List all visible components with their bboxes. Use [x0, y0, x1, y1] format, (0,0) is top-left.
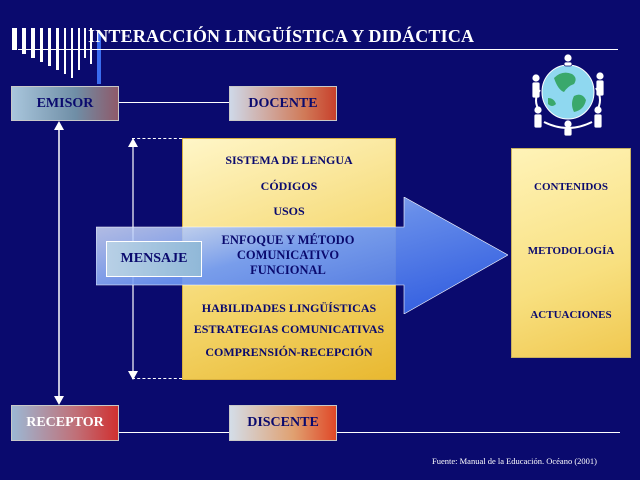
receptor-discente-connector	[119, 432, 229, 433]
bottom-item: ESTRATEGIAS COMUNICATIVAS	[193, 322, 385, 336]
receptor-box: RECEPTOR	[11, 405, 119, 441]
discente-box: DISCENTE	[229, 405, 337, 441]
bottom-item: HABILIDADES LINGÜÍSTICAS	[201, 301, 377, 315]
arrow-line: COMUNICATIVO	[236, 248, 340, 262]
right-item: METODOLOGÍA	[527, 245, 615, 257]
emisor-docente-connector	[119, 102, 229, 103]
emisor-box: EMISOR	[11, 86, 119, 121]
arrow-line: ENFOQUE Y MÉTODO	[221, 233, 355, 247]
arrow-line: FUNCIONAL	[250, 263, 326, 277]
top-item: SISTEMA DE LENGUA	[225, 153, 353, 167]
source-caption: Fuente: Manual de la Educación. Océano (…	[432, 456, 597, 466]
docente-box: DOCENTE	[229, 86, 337, 121]
big-right-arrow	[96, 197, 508, 314]
bottom-item: COMPRENSIÓN-RECEPCIÓN	[205, 345, 373, 359]
bottom-rule	[337, 432, 620, 433]
right-content-box: CONTENIDOS METODOLOGÍA ACTUACIONES	[511, 148, 631, 358]
mensaje-box: MENSAJE	[106, 241, 202, 277]
bracket-top-dash	[132, 138, 182, 139]
emisor-receptor-arrow	[54, 121, 64, 405]
arrow-text: ENFOQUE Y MÉTODO COMUNICATIVO FUNCIONAL	[196, 233, 380, 278]
slide-title: INTERACCIÓN LINGÜÍSTICA Y DIDÁCTICA	[88, 26, 475, 46]
top-item: CÓDIGOS	[260, 179, 318, 193]
right-item: CONTENIDOS	[534, 181, 608, 193]
globe-people-icon	[531, 53, 605, 136]
right-item: ACTUACIONES	[530, 309, 612, 321]
top-item: USOS	[273, 204, 305, 218]
bracket-bottom-dash	[132, 378, 182, 379]
title-underline	[18, 49, 618, 50]
